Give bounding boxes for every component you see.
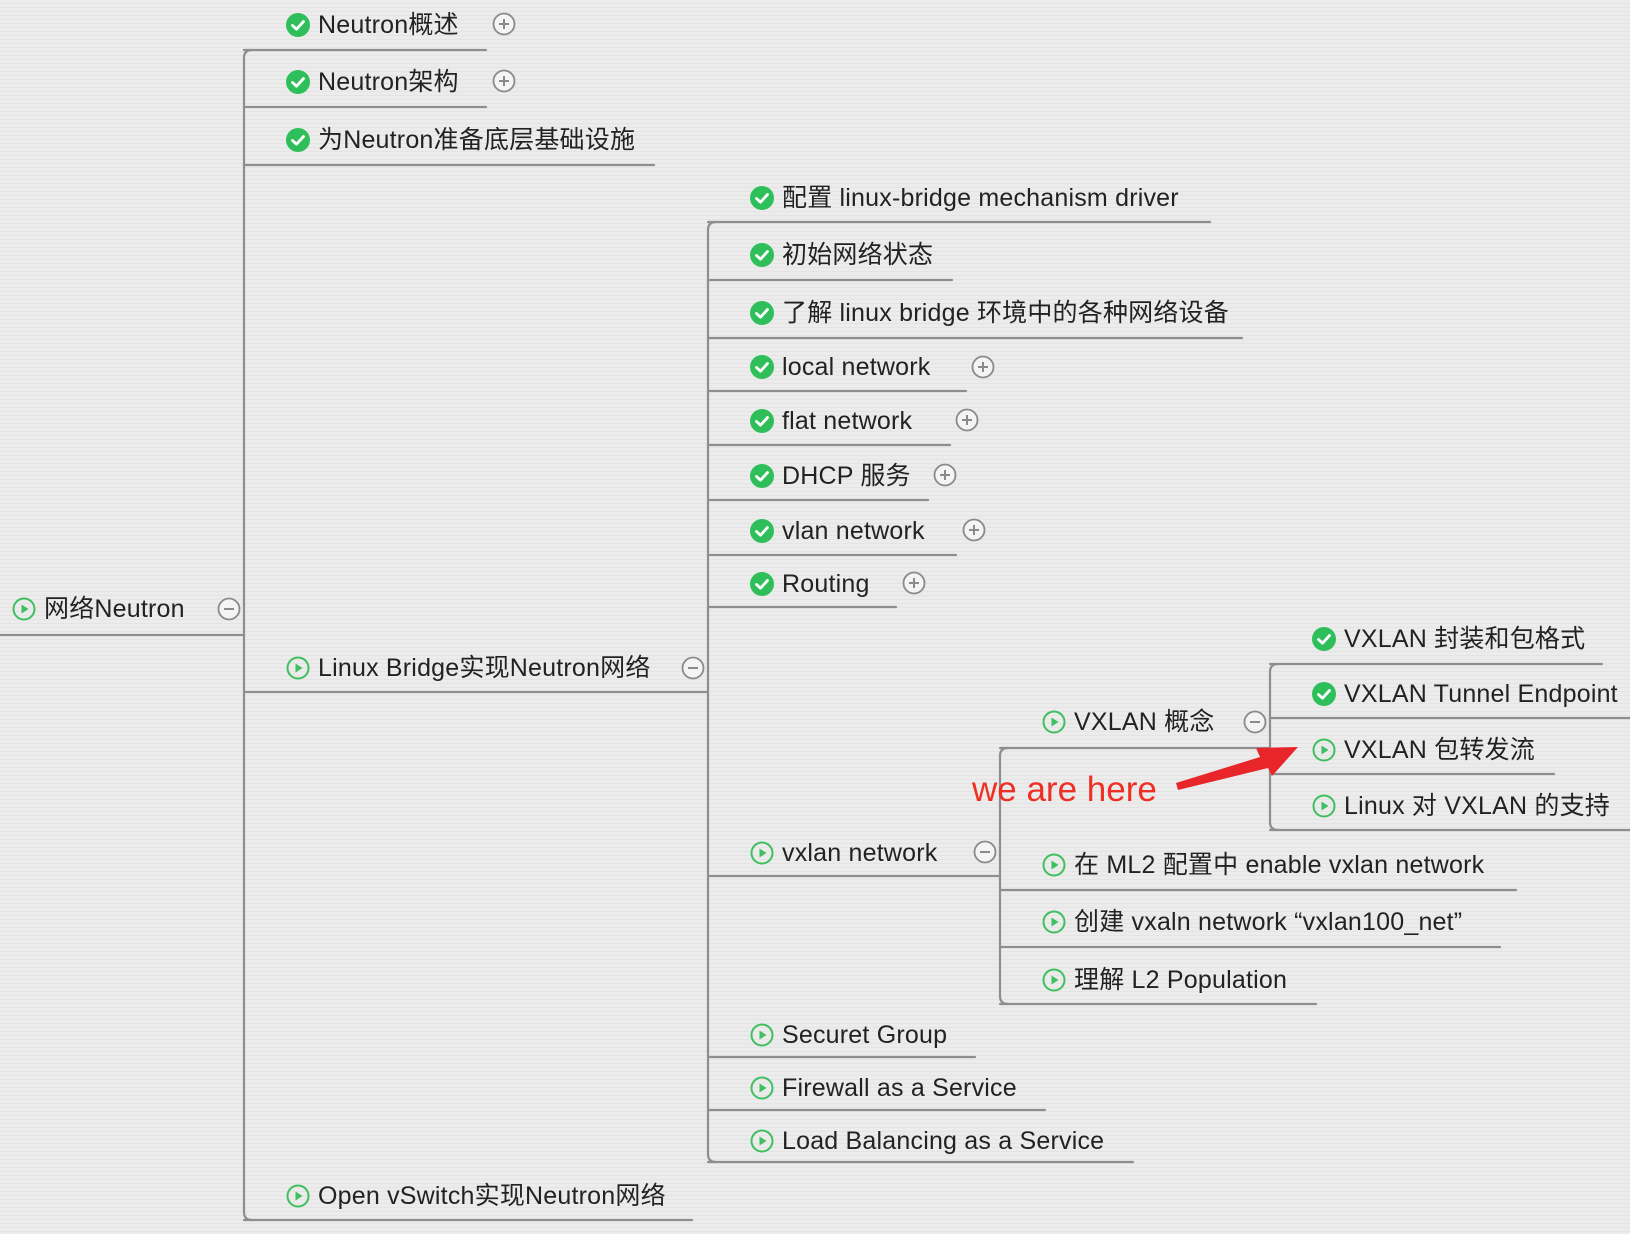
node-ml2-config[interactable]: 在 ML2 配置中 enable vxlan network xyxy=(1042,847,1484,883)
expand-icon[interactable] xyxy=(955,408,979,432)
node-neutron-architecture[interactable]: Neutron架构 xyxy=(286,64,459,100)
node-label: VXLAN 概念 xyxy=(1074,708,1215,736)
collapse-icon[interactable] xyxy=(1243,710,1267,734)
collapse-icon[interactable] xyxy=(681,656,705,680)
node-label: 初始网络状态 xyxy=(782,241,934,269)
check-circle-icon xyxy=(286,13,310,37)
expand-icon[interactable] xyxy=(492,12,516,36)
collapse-icon[interactable] xyxy=(217,597,241,621)
root-node[interactable]: 网络Neutron xyxy=(12,591,185,627)
check-circle-icon xyxy=(750,572,774,596)
play-circle-icon xyxy=(286,656,310,680)
node-vxlan-vtep[interactable]: VXLAN Tunnel Endpoint xyxy=(1312,676,1618,712)
node-label: Neutron概述 xyxy=(318,11,459,39)
node-vxlan-forwarding[interactable]: VXLAN 包转发流 xyxy=(1312,732,1535,768)
check-circle-icon xyxy=(1312,682,1336,706)
node-driver[interactable]: 配置 linux-bridge mechanism driver xyxy=(750,180,1179,216)
node-label: Load Balancing as a Service xyxy=(782,1127,1105,1155)
node-devices[interactable]: 了解 linux bridge 环境中的各种网络设备 xyxy=(750,295,1229,331)
node-label: 了解 linux bridge 环境中的各种网络设备 xyxy=(782,299,1229,327)
play-circle-icon xyxy=(750,1129,774,1153)
node-label: Routing xyxy=(782,570,870,598)
expand-icon[interactable] xyxy=(492,69,516,93)
node-linux-vxlan-support[interactable]: Linux 对 VXLAN 的支持 xyxy=(1312,788,1610,824)
node-initial-state[interactable]: 初始网络状态 xyxy=(750,237,933,273)
node-fwaas[interactable]: Firewall as a Service xyxy=(750,1070,1017,1106)
node-vxlan-concept[interactable]: VXLAN 概念 xyxy=(1042,704,1215,740)
play-circle-icon xyxy=(1042,853,1066,877)
node-create-network[interactable]: 创建 vxaln network “vxlan100_net” xyxy=(1042,904,1462,940)
node-neutron-overview[interactable]: Neutron概述 xyxy=(286,7,459,43)
play-circle-icon xyxy=(1312,738,1336,762)
expand-icon[interactable] xyxy=(962,518,986,542)
node-label: DHCP 服务 xyxy=(782,462,911,490)
play-circle-icon xyxy=(12,597,36,621)
node-label: 理解 L2 Population xyxy=(1074,966,1288,994)
node-label: 配置 linux-bridge mechanism driver xyxy=(782,184,1179,212)
check-circle-icon xyxy=(750,464,774,488)
node-security-group[interactable]: Securet Group xyxy=(750,1017,947,1053)
expand-icon[interactable] xyxy=(933,463,957,487)
root-label: 网络Neutron xyxy=(44,595,185,623)
node-routing[interactable]: Routing xyxy=(750,566,870,602)
play-circle-icon xyxy=(1042,910,1066,934)
node-label: Securet Group xyxy=(782,1021,948,1049)
node-linux-bridge[interactable]: Linux Bridge实现Neutron网络 xyxy=(286,650,651,686)
node-dhcp[interactable]: DHCP 服务 xyxy=(750,458,911,494)
expand-icon[interactable] xyxy=(971,355,995,379)
node-label: VXLAN Tunnel Endpoint xyxy=(1344,680,1618,708)
node-vxlan-network[interactable]: vxlan network xyxy=(750,835,937,871)
concept-spine xyxy=(1268,662,1280,832)
node-l2-population[interactable]: 理解 L2 Population xyxy=(1042,962,1287,998)
node-flat-network[interactable]: flat network xyxy=(750,403,912,439)
play-circle-icon xyxy=(750,1076,774,1100)
node-label: 创建 vxaln network “vxlan100_net” xyxy=(1074,908,1463,936)
node-label: Open vSwitch实现Neutron网络 xyxy=(318,1182,666,1210)
node-label: Neutron架构 xyxy=(318,68,459,96)
node-label: 为Neutron准备底层基础设施 xyxy=(318,126,636,154)
check-circle-icon xyxy=(750,243,774,267)
node-label: Firewall as a Service xyxy=(782,1074,1017,1102)
play-circle-icon xyxy=(1312,794,1336,818)
node-local-network[interactable]: local network xyxy=(750,349,931,385)
play-circle-icon xyxy=(750,841,774,865)
node-label: VXLAN 封装和包格式 xyxy=(1344,625,1586,653)
node-label: VXLAN 包转发流 xyxy=(1344,736,1535,764)
annotation-text: we are here xyxy=(972,770,1157,809)
node-vxlan-encapsulation[interactable]: VXLAN 封装和包格式 xyxy=(1312,621,1585,657)
check-circle-icon xyxy=(286,128,310,152)
node-open-vswitch[interactable]: Open vSwitch实现Neutron网络 xyxy=(286,1178,666,1214)
play-circle-icon xyxy=(286,1184,310,1208)
node-label: local network xyxy=(782,353,931,381)
node-infrastructure[interactable]: 为Neutron准备底层基础设施 xyxy=(286,122,635,158)
node-label: 在 ML2 配置中 enable vxlan network xyxy=(1074,851,1485,879)
collapse-icon[interactable] xyxy=(973,840,997,864)
node-label: vlan network xyxy=(782,517,925,545)
check-circle-icon xyxy=(1312,627,1336,651)
node-label: Linux Bridge实现Neutron网络 xyxy=(318,654,651,682)
check-circle-icon xyxy=(750,186,774,210)
node-label: flat network xyxy=(782,407,913,435)
check-circle-icon xyxy=(750,409,774,433)
play-circle-icon xyxy=(750,1023,774,1047)
check-circle-icon xyxy=(286,70,310,94)
check-circle-icon xyxy=(750,355,774,379)
expand-icon[interactable] xyxy=(902,571,926,595)
level1-spine xyxy=(242,48,254,1222)
node-lbaas[interactable]: Load Balancing as a Service xyxy=(750,1123,1104,1159)
play-circle-icon xyxy=(1042,968,1066,992)
node-vlan-network[interactable]: vlan network xyxy=(750,513,925,549)
linux-bridge-spine xyxy=(706,220,718,1164)
node-label: vxlan network xyxy=(782,839,938,867)
check-circle-icon xyxy=(750,301,774,325)
check-circle-icon xyxy=(750,519,774,543)
node-label: Linux 对 VXLAN 的支持 xyxy=(1344,792,1610,820)
play-circle-icon xyxy=(1042,710,1066,734)
